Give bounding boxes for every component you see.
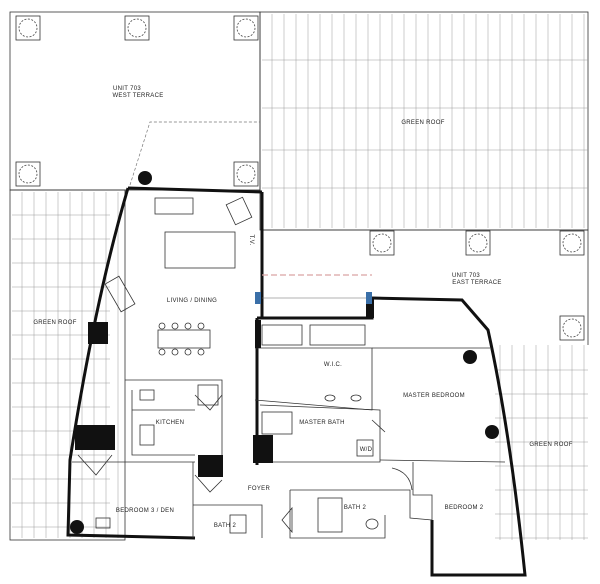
label-living-dining: LIVING / DINING [167,298,217,304]
label-foyer: FOYER [248,486,271,492]
kitchen-fixtures [139,384,219,446]
label-west-terrace-unit: UNIT 703 [113,86,141,92]
tree-icon [236,164,256,184]
tree-icon [562,233,582,253]
planter-box [465,230,491,256]
tree-icon [18,164,38,184]
window-band [255,274,372,304]
room-labels: UNIT 703 WEST TERRACE GREEN ROOF UNIT 70… [33,86,572,529]
living-furniture [104,196,253,356]
label-green-roof-left: GREEN ROOF [33,320,76,326]
planters [15,15,585,341]
label-bath2-right: BATH 2 [344,505,367,511]
planter-box [15,15,41,41]
tree-icon [236,18,256,38]
planter-box [559,230,585,256]
terrace-outlines [9,11,589,541]
tree-icon [127,18,147,38]
label-bath2-left: BATH 2 [214,523,237,529]
green-roof-grid-right [495,345,588,540]
green-roof-grid-top [262,14,588,228]
bath-fixtures [95,324,379,534]
planter-box [233,161,259,187]
doors [77,394,413,534]
planter-box [124,15,150,41]
planter-box [233,15,259,41]
planter-box [369,230,395,256]
label-wic: W.I.C. [324,362,342,368]
label-bedroom2: BEDROOM 2 [445,505,484,511]
label-master-bath: MASTER BATH [299,420,345,426]
label-bedroom3-den: BEDROOM 3 / DEN [116,508,174,514]
label-wd: W/D [360,447,373,453]
tree-icon [18,18,38,38]
planter-box [15,161,41,187]
label-east-terrace: EAST TERRACE [452,280,501,286]
label-tv: T.V. [248,235,254,246]
label-green-roof-right: GREEN ROOF [529,442,572,448]
label-east-terrace-unit: UNIT 703 [452,273,480,279]
label-kitchen: KITCHEN [156,420,184,426]
tree-icon [372,233,392,253]
label-west-terrace: WEST TERRACE [112,93,163,99]
green-roof-grid-left [12,192,119,538]
interior-walls [72,318,506,539]
label-master-bedroom: MASTER BEDROOM [403,393,465,399]
tree-icon [562,318,582,338]
label-green-roof-top: GREEN ROOF [401,120,444,126]
overhang-line [129,121,260,186]
planter-box [559,315,585,341]
columns [70,171,499,534]
tree-icon [468,233,488,253]
exterior-walls [66,186,527,577]
structural-blocks [75,298,374,477]
